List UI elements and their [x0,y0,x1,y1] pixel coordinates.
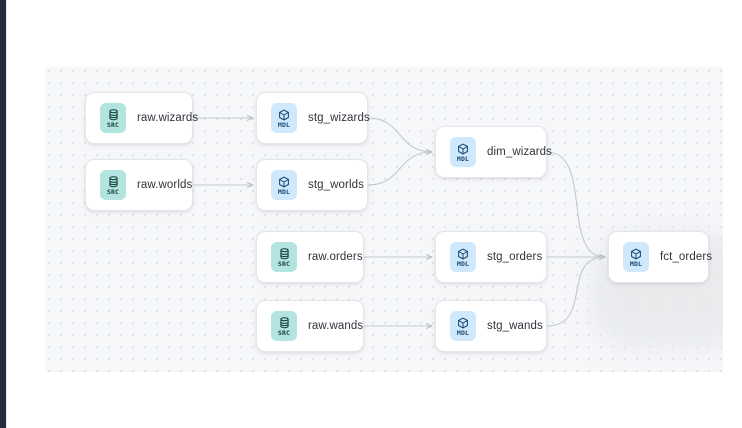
app-rail [0,0,6,428]
edge-stg-wizards-to-dim-wizards [367,117,432,152]
node-dim-wizards[interactable]: MDL dim_wizards [435,126,552,178]
src-badge-kind-label: SRC [277,260,291,269]
mdl-badge-kind-label: MDL [277,121,291,130]
mdl-badge-kind-label: MDL [456,155,470,164]
database-icon [279,248,290,260]
cube-icon [278,176,290,188]
node-raw-wands[interactable]: SRC raw.wands [256,300,364,352]
node-stg-wands[interactable]: MDL stg_wands [435,300,547,352]
cube-icon [278,109,290,121]
mdl-badge: MDL [450,137,476,167]
node-fct-orders[interactable]: MDL fct_orders [608,231,713,283]
mdl-badge: MDL [271,170,297,200]
database-icon [279,317,290,329]
src-badge-kind-label: SRC [106,188,120,197]
page-surface: SRC raw.wizards SRC raw.worlds [7,0,742,428]
node-label: stg_worlds [308,179,364,191]
node-label: raw.wands [308,320,364,332]
node-stg-worlds[interactable]: MDL stg_worlds [256,159,368,211]
node-label: stg_wands [487,320,543,332]
node-label: stg_wizards [308,112,370,124]
mdl-badge: MDL [623,242,649,272]
mdl-badge: MDL [271,103,297,133]
node-stg-wizards[interactable]: MDL stg_wizards [256,92,370,144]
edge-stg-worlds-to-dim-wizards [367,152,432,186]
cube-icon [630,248,642,260]
lineage-canvas[interactable]: SRC raw.wizards SRC raw.worlds [45,67,723,372]
cube-icon [457,248,469,260]
mdl-badge: MDL [450,311,476,341]
node-raw-wizards[interactable]: SRC raw.wizards [85,92,198,144]
src-badge-kind-label: SRC [277,329,291,338]
app-rail-divider [6,0,7,428]
node-label: stg_orders [487,251,543,263]
node-label: raw.wizards [137,112,199,124]
mdl-badge-kind-label: MDL [277,188,291,197]
mdl-badge: MDL [450,242,476,272]
database-icon [108,176,119,188]
cube-icon [457,317,469,329]
node-raw-orders[interactable]: SRC raw.orders [256,231,364,283]
mdl-badge-kind-label: MDL [456,329,470,338]
node-raw-worlds[interactable]: SRC raw.worlds [85,159,193,211]
node-label: raw.worlds [137,179,193,191]
node-stg-orders[interactable]: MDL stg_orders [435,231,547,283]
edge-dim-wizards-to-fct-orders [546,151,605,257]
src-badge: SRC [100,170,126,200]
mdl-badge-kind-label: MDL [456,260,470,269]
mdl-badge-kind-label: MDL [629,260,643,269]
cube-icon [457,143,469,155]
src-badge: SRC [271,311,297,341]
src-badge: SRC [100,103,126,133]
src-badge-kind-label: SRC [106,121,120,130]
database-icon [108,109,119,121]
node-label: raw.orders [308,251,363,263]
node-label: dim_wizards [487,146,553,158]
node-label: fct_orders [660,251,713,263]
src-badge: SRC [271,242,297,272]
